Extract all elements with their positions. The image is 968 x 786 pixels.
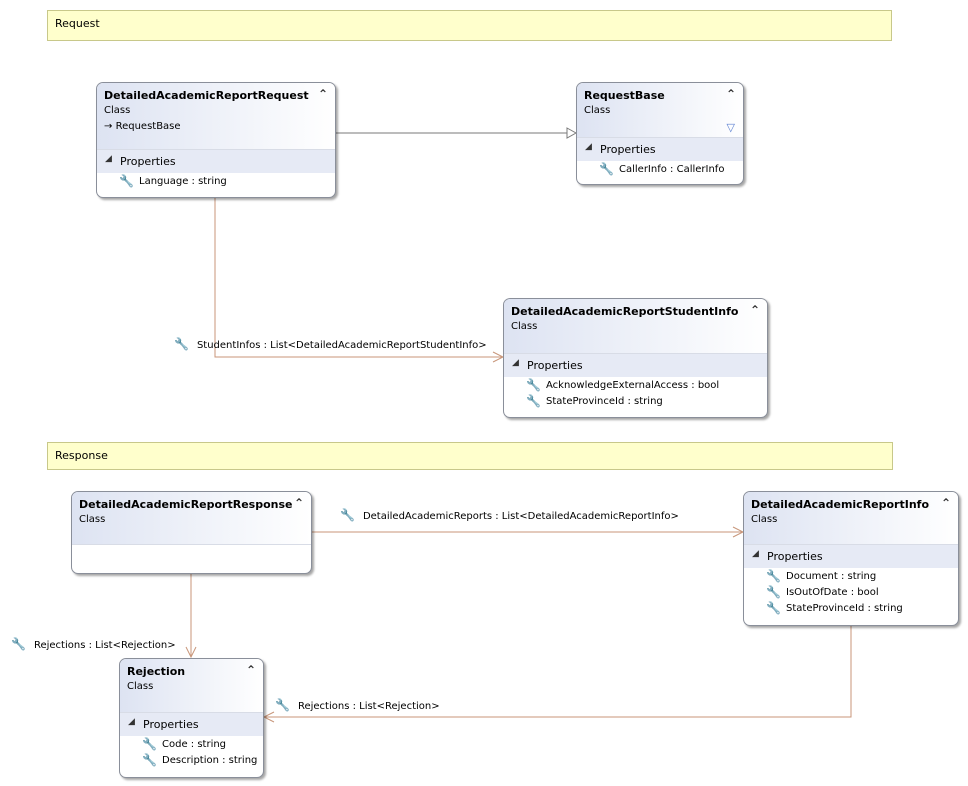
triangle-down-icon[interactable]: ◢ xyxy=(105,154,112,164)
class-stereotype: Class xyxy=(104,105,131,116)
properties-compartment[interactable]: ◢ Properties xyxy=(504,353,767,377)
label-response-rejections[interactable]: 🔧 Rejections : List<Rejection> xyxy=(11,637,176,651)
label-info-rejections-text: Rejections : List<Rejection> xyxy=(297,701,440,712)
compartment-label: Properties xyxy=(120,155,176,168)
double-chevron-up-icon[interactable]: ⌃ xyxy=(245,663,256,677)
property-text: IsOutOfDate : bool xyxy=(786,587,879,598)
wrench-icon: 🔧 xyxy=(766,601,781,615)
class-header xyxy=(504,299,767,353)
compartment-label: Properties xyxy=(143,718,199,731)
info-rejections-line xyxy=(264,625,852,718)
wrench-icon: 🔧 xyxy=(142,737,157,751)
properties-compartment[interactable]: ◢ Properties xyxy=(744,544,958,568)
class-stereotype: Class xyxy=(127,681,154,692)
wrench-icon: 🔧 xyxy=(174,337,189,351)
wrench-icon: 🔧 xyxy=(142,753,157,767)
property-text: Description : string xyxy=(162,755,258,766)
property-text: Document : string xyxy=(786,571,877,582)
class-detailed-academic-report-request[interactable]: DetailedAcademicReportRequest Class → Re… xyxy=(96,82,336,198)
wrench-icon: 🔧 xyxy=(119,174,134,188)
wrench-icon: 🔧 xyxy=(11,637,26,651)
class-divider xyxy=(72,544,311,545)
class-request-base[interactable]: RequestBase Class ⌃ ▽ ◢ Properties 🔧 Call… xyxy=(576,82,744,185)
property-text: StateProvinceId : string xyxy=(786,603,903,614)
class-header xyxy=(744,492,958,544)
double-chevron-up-icon[interactable]: ⌃ xyxy=(940,496,951,510)
class-header xyxy=(72,492,311,544)
inheritance-arrowhead xyxy=(566,127,578,139)
class-name: DetailedAcademicReportStudentInfo xyxy=(511,305,739,318)
triangle-down-icon[interactable]: ◢ xyxy=(752,549,759,559)
property-text: CallerInfo : CallerInfo xyxy=(619,164,725,175)
label-student-infos-text: StudentInfos : List<DetailedAcademicRepo… xyxy=(196,340,487,351)
wrench-icon: 🔧 xyxy=(275,698,290,712)
label-detailed-reports-text: DetailedAcademicReports : List<DetailedA… xyxy=(362,511,679,522)
comment-request-text: Request xyxy=(55,17,100,30)
student-infos-line xyxy=(214,197,503,358)
label-student-infos[interactable]: 🔧 StudentInfos : List<DetailedAcademicRep… xyxy=(174,337,487,351)
response-rejections-arrowhead xyxy=(185,646,197,659)
wrench-icon: 🔧 xyxy=(526,378,541,392)
wrench-icon: 🔧 xyxy=(340,508,355,522)
class-base: → RequestBase xyxy=(104,121,181,132)
info-rejections-arrowhead xyxy=(262,711,275,723)
class-name: DetailedAcademicReportRequest xyxy=(104,89,309,102)
double-chevron-up-icon[interactable]: ⌃ xyxy=(725,87,736,101)
double-chevron-up-icon[interactable]: ⌃ xyxy=(293,496,304,510)
property-text: Language : string xyxy=(139,176,227,187)
compartment-label: Properties xyxy=(600,143,656,156)
double-chevron-up-icon[interactable]: ⌃ xyxy=(749,303,760,317)
arrow-right-icon: → xyxy=(104,121,113,132)
class-rejection[interactable]: Rejection Class ⌃ ◢ Properties 🔧 Code : s… xyxy=(119,658,264,778)
class-stereotype: Class xyxy=(79,514,106,525)
class-header xyxy=(577,83,743,137)
comment-response[interactable]: Response xyxy=(47,442,893,470)
properties-compartment[interactable]: ◢ Properties xyxy=(120,712,263,736)
class-base-name: RequestBase xyxy=(115,121,181,132)
class-detailed-academic-report-student-info[interactable]: DetailedAcademicReportStudentInfo Class … xyxy=(503,298,768,418)
wrench-icon: 🔧 xyxy=(526,394,541,408)
class-stereotype: Class xyxy=(511,321,538,332)
wrench-icon: 🔧 xyxy=(766,569,781,583)
class-detailed-academic-report-response[interactable]: DetailedAcademicReportResponse Class ⌃ xyxy=(71,491,312,574)
triangle-down-icon[interactable]: ◢ xyxy=(512,358,519,368)
class-stereotype: Class xyxy=(584,105,611,116)
property-text: StateProvinceId : string xyxy=(546,396,663,407)
triangle-down-icon[interactable]: ◢ xyxy=(128,717,135,727)
class-name: DetailedAcademicReportInfo xyxy=(751,498,930,511)
properties-compartment[interactable]: ◢ Properties xyxy=(577,137,743,161)
class-stereotype: Class xyxy=(751,514,778,525)
label-info-rejections[interactable]: 🔧 Rejections : List<Rejection> xyxy=(275,698,440,712)
triangle-down-icon[interactable]: ◢ xyxy=(585,142,592,152)
property-text: Code : string xyxy=(162,739,227,750)
properties-compartment[interactable]: ◢ Properties xyxy=(97,149,335,173)
wrench-icon: 🔧 xyxy=(766,585,781,599)
double-chevron-up-icon[interactable]: ⌃ xyxy=(317,87,328,101)
property-text: AcknowledgeExternalAccess : bool xyxy=(546,380,720,391)
class-header xyxy=(97,83,335,149)
compartment-label: Properties xyxy=(527,359,583,372)
filter-icon[interactable]: ▽ xyxy=(726,121,735,134)
class-name: RequestBase xyxy=(584,89,665,102)
compartment-label: Properties xyxy=(767,550,823,563)
label-response-rejections-text: Rejections : List<Rejection> xyxy=(33,640,176,651)
comment-request[interactable]: Request xyxy=(47,10,892,41)
label-detailed-reports[interactable]: 🔧 DetailedAcademicReports : List<Detailed… xyxy=(340,508,679,522)
class-header xyxy=(120,659,263,712)
class-detailed-academic-report-info[interactable]: DetailedAcademicReportInfo Class ⌃ ◢ Pro… xyxy=(743,491,959,626)
comment-response-text: Response xyxy=(55,449,108,462)
class-name: Rejection xyxy=(127,665,186,678)
class-name: DetailedAcademicReportResponse xyxy=(79,498,293,511)
wrench-icon: 🔧 xyxy=(599,162,614,176)
